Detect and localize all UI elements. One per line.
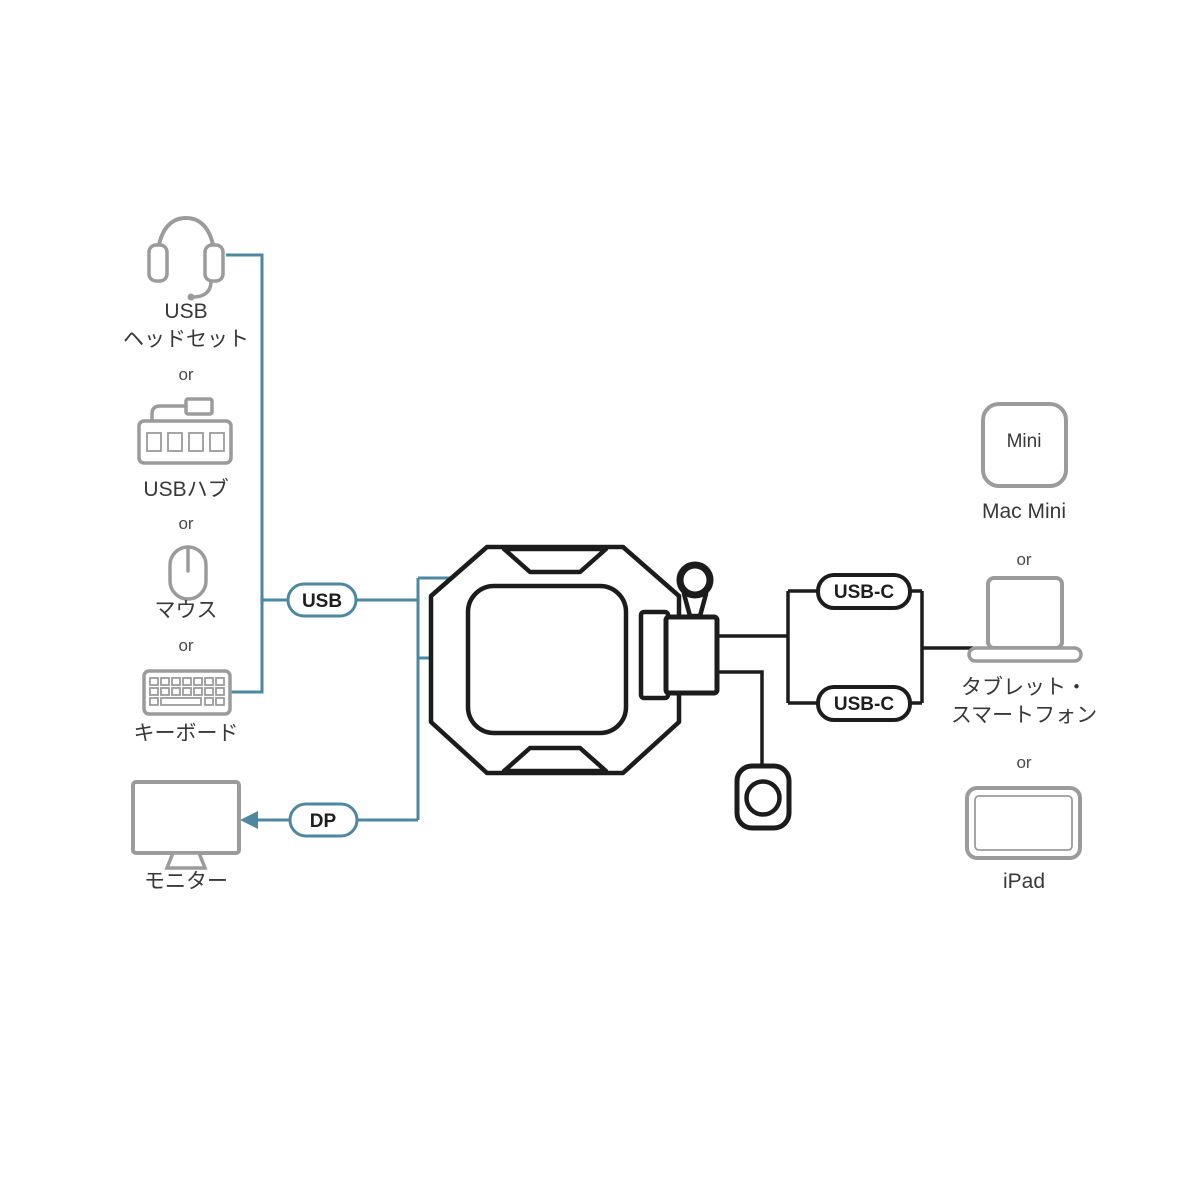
usb-port-pill	[286, 582, 358, 618]
mouse-icon	[168, 545, 208, 601]
keyboard-body	[142, 669, 232, 716]
monitor-screen	[131, 780, 241, 855]
hub-port-3	[188, 432, 204, 452]
tablet-label-line2: スマートフォン	[951, 704, 1097, 727]
monitor-icon	[131, 780, 241, 870]
hub-label: USBハブ	[143, 478, 228, 501]
usbc-top-pill	[816, 573, 912, 610]
usb-hub-icon	[137, 397, 233, 465]
strap-ring-icon	[676, 561, 714, 599]
hub-port-4	[209, 432, 225, 452]
or-separator-2: or	[178, 514, 193, 533]
ipad-icon	[965, 786, 1082, 860]
headset-mic-tip	[187, 293, 195, 301]
kvm-bottom-grip	[501, 745, 609, 774]
usbc-cables-line	[700, 589, 973, 705]
keyboard-icon	[142, 669, 232, 716]
kvm-cable-plug	[663, 614, 720, 696]
hub-port-2	[167, 432, 183, 452]
ipad-body	[965, 786, 1082, 860]
or-separator-4: or	[1016, 550, 1031, 569]
mac-mini-icon: Mini	[981, 402, 1068, 488]
headset-label-line1: USB	[164, 300, 207, 323]
mac-mini-body	[981, 402, 1068, 488]
laptop-base	[967, 646, 1083, 663]
keyboard-label: キーボード	[134, 722, 239, 745]
laptop-icon	[967, 576, 1083, 663]
ipad-screen	[974, 795, 1073, 851]
remote-button-circle	[744, 779, 782, 817]
dp-arrow-icon	[240, 811, 258, 829]
headset-label-line2: ヘッドセット	[123, 328, 249, 351]
monitor-stand	[164, 851, 208, 870]
peripheral-connection-lines	[226, 253, 460, 829]
kvm-switch-button	[465, 583, 629, 736]
usb-port-label: USB	[302, 591, 342, 612]
tablet-label-line1: タブレット・	[961, 676, 1087, 699]
monitor-label: モニター	[144, 870, 228, 893]
dp-port-pill	[288, 802, 359, 838]
headset-mic-boom	[191, 279, 213, 299]
mac-mini-label: Mac Mini	[982, 500, 1066, 523]
headset-left-cup	[147, 243, 169, 283]
computer-connection-lines	[700, 589, 973, 768]
dp-port-label: DP	[310, 811, 337, 832]
or-separator-5: or	[1016, 753, 1031, 772]
hub-body	[137, 419, 233, 465]
hub-plug	[184, 397, 214, 416]
remote-switch-icon	[734, 763, 792, 831]
usbc-bottom-pill	[816, 685, 912, 722]
mouse-label: マウス	[155, 599, 218, 622]
keyboard-keys	[149, 677, 225, 706]
or-separator-3: or	[178, 636, 193, 655]
peripheral-bus-line	[226, 253, 288, 694]
laptop-screen	[986, 576, 1064, 650]
mac-mini-inner-text: Mini	[1007, 431, 1042, 452]
hub-port-1	[146, 432, 162, 452]
ipad-label: iPad	[1003, 870, 1045, 893]
headset-band	[155, 215, 217, 268]
usb-to-switch-line	[356, 576, 460, 822]
kvm-top-grip	[501, 546, 609, 575]
or-separator-1: or	[178, 365, 193, 384]
headset-icon	[147, 215, 225, 301]
hub-cable	[150, 404, 188, 423]
headset-right-cup	[203, 243, 225, 283]
kvm-switch-illustration	[428, 544, 720, 776]
usbc-bottom-label: USB-C	[834, 694, 894, 715]
usbc-top-label: USB-C	[834, 582, 894, 603]
remote-button-cable	[700, 670, 764, 768]
port-labels: USB DP USB-C USB-C	[286, 573, 912, 838]
